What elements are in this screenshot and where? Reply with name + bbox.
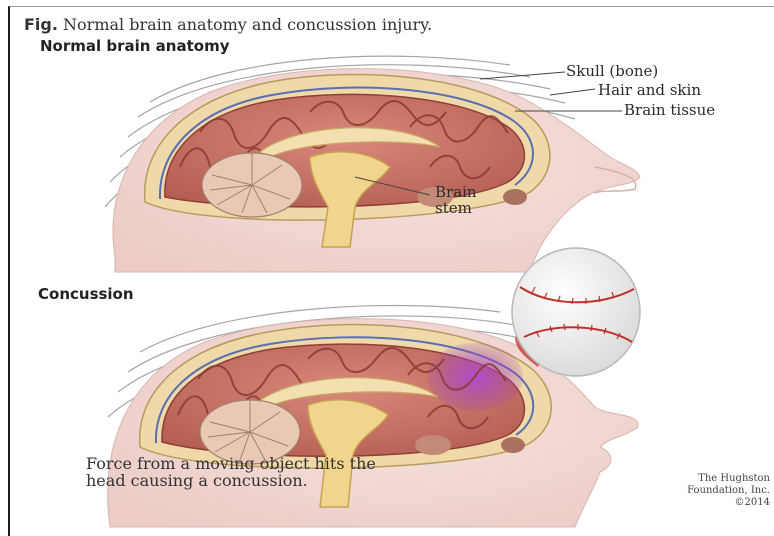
figure-title-text: Normal brain anatomy and concussion inju… — [63, 15, 432, 34]
baseball — [512, 248, 640, 376]
label-brain-stem-2: stem — [435, 199, 472, 217]
credit-line-2: Foundation, Inc. — [630, 485, 770, 497]
label-brain-tissue: Brain tissue — [624, 101, 715, 119]
credit-block: The Hughston Foundation, Inc. ©2014 — [630, 473, 770, 509]
normal-heading: Normal brain anatomy — [40, 37, 229, 55]
credit-line-1: The Hughston — [630, 473, 770, 485]
figure-frame: Fig. Normal brain anatomy and concussion… — [8, 6, 774, 536]
credit-line-3: ©2014 — [630, 497, 770, 509]
label-skull: Skull (bone) — [566, 62, 658, 80]
normal-head — [105, 56, 640, 272]
figure-title: Fig. Normal brain anatomy and concussion… — [24, 15, 432, 34]
concussion-heading: Concussion — [38, 285, 134, 303]
concussion-caption: Force from a moving object hits the head… — [86, 455, 386, 489]
label-hair-skin: Hair and skin — [598, 81, 701, 99]
figure-prefix: Fig. — [24, 15, 58, 34]
